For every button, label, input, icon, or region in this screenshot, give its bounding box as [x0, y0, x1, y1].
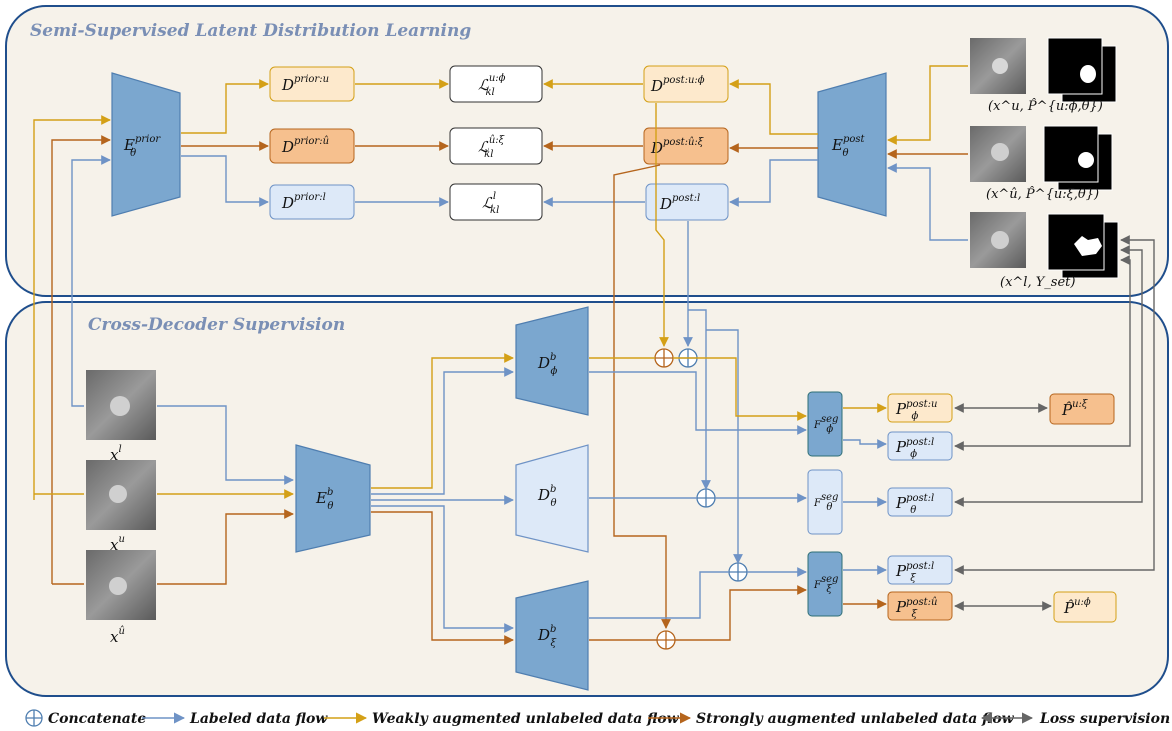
- legend-loss: Loss supervision: [1039, 711, 1170, 727]
- mask-image-uhat: [1043, 125, 1113, 191]
- seg-head-xi: [807, 551, 843, 617]
- pseudo-u-phi-label: P̂u:ϕ: [1063, 597, 1091, 617]
- mask-image-l: [1047, 213, 1119, 279]
- input-image-xuhat: [86, 550, 156, 620]
- mask-image-u: [1047, 37, 1117, 103]
- pred-phi-u: [887, 393, 953, 423]
- legend-weak: Weakly augmented unlabeled data flow: [372, 711, 680, 727]
- kl-u-box: [449, 65, 543, 103]
- decoder-xi: [515, 580, 589, 691]
- concat-phi-u: [654, 348, 674, 368]
- input-image-xu: [86, 460, 156, 530]
- legend-strong: Strongly augmented unlabeled data flow: [696, 711, 1015, 727]
- legend: Concatenate Labeled data flow Weakly aug…: [25, 709, 1170, 727]
- seg-head-theta: [807, 469, 843, 535]
- prior-uhat-label: Dprior:û: [281, 136, 329, 156]
- pair-label-l: (x^l, Y_set): [1000, 275, 1075, 290]
- post-u-box: [643, 65, 729, 103]
- ct-image-l: [970, 212, 1026, 268]
- shared-encoder: [295, 444, 371, 553]
- post-uhat-box: [643, 127, 729, 165]
- prior-u-label: Dprior:u: [281, 74, 329, 94]
- bottom-panel-title: Cross-Decoder Supervision: [88, 315, 345, 335]
- decoder-phi: [515, 306, 589, 416]
- concat-xi-l: [728, 562, 748, 582]
- post-l-label: Dpost:l: [659, 193, 700, 213]
- legend-labeled: Labeled data flow: [189, 711, 328, 727]
- pair-label-u: (x^u, P̂^{u:ϕ,θ}): [988, 98, 1103, 114]
- top-panel-title: Semi-Supervised Latent Distribution Lear…: [30, 21, 471, 41]
- prior-u-box: [269, 66, 355, 102]
- posterior-encoder: [817, 72, 887, 217]
- input-label-xl: xl: [110, 444, 122, 464]
- decoder-theta: [515, 444, 589, 553]
- concat-xi-uhat: [656, 630, 676, 650]
- seg-head-phi: [807, 391, 843, 457]
- prior-l-box: [269, 184, 355, 220]
- ct-image-u: [970, 38, 1026, 94]
- legend-concat: Concatenate: [48, 711, 146, 727]
- kl-l-box: [449, 183, 543, 221]
- ct-image-uhat: [970, 126, 1026, 182]
- input-image-xl: [86, 370, 156, 440]
- post-l-box: [645, 183, 729, 221]
- concat-icon: [25, 709, 43, 727]
- pred-xi-uhat: [887, 591, 953, 621]
- concat-theta-l: [696, 488, 716, 508]
- kl-uhat-box: [449, 127, 543, 165]
- pred-phi-l: [887, 431, 953, 461]
- pseudo-u-phi: [1053, 591, 1117, 623]
- prior-l-label: Dprior:l: [281, 192, 326, 212]
- prior-uhat-box: [269, 128, 355, 164]
- pair-label-uhat: (x^û, P̂^{u:ξ,θ}): [986, 186, 1099, 202]
- input-label-xu: xu: [110, 534, 125, 554]
- pred-xi-l: [887, 555, 953, 585]
- pred-theta-l: [887, 487, 953, 517]
- post-u-label: Dpost:u:ϕ: [650, 75, 705, 95]
- input-label-xuhat: xû: [110, 626, 125, 646]
- prior-encoder: [111, 72, 181, 217]
